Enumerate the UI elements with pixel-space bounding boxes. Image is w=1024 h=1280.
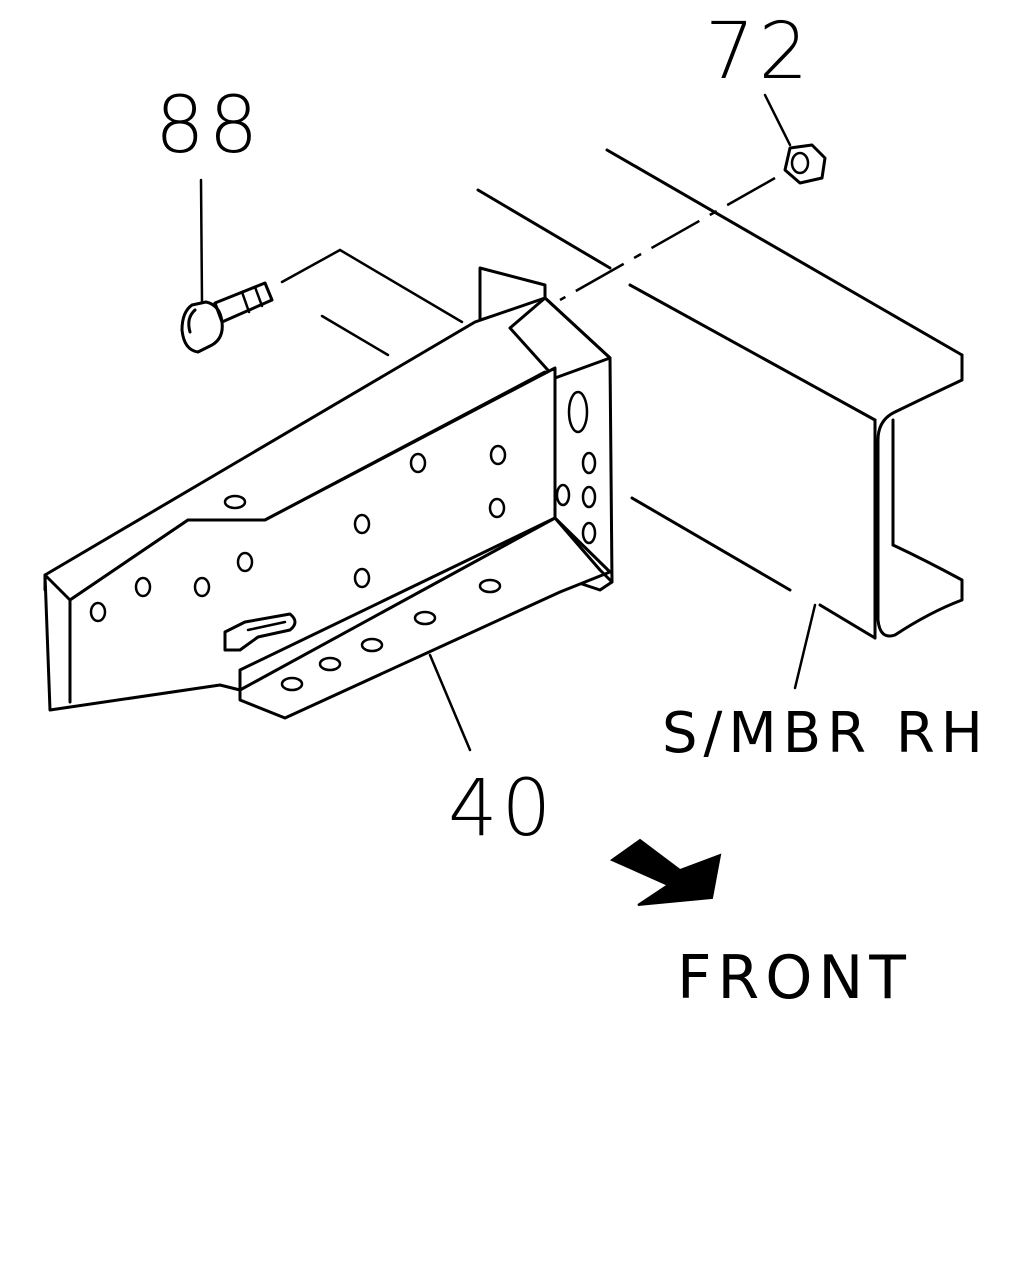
callout-40: 40 [448,764,555,854]
callout-72: 72 [705,7,812,97]
bracket-40 [43,266,614,720]
leader-smbr [793,603,817,690]
front-arrow-icon [609,838,722,906]
bolt-centerline [559,176,776,302]
leader-88 [199,178,204,304]
bolt-88 [180,248,464,357]
nut-72 [783,143,827,185]
leader-72 [763,93,792,147]
side-member-label: S/MBR RH [662,701,989,766]
front-label: FRONT [677,943,912,1013]
callout-88: 88 [155,81,262,171]
side-member-rail [476,148,964,640]
leader-40 [428,653,472,752]
